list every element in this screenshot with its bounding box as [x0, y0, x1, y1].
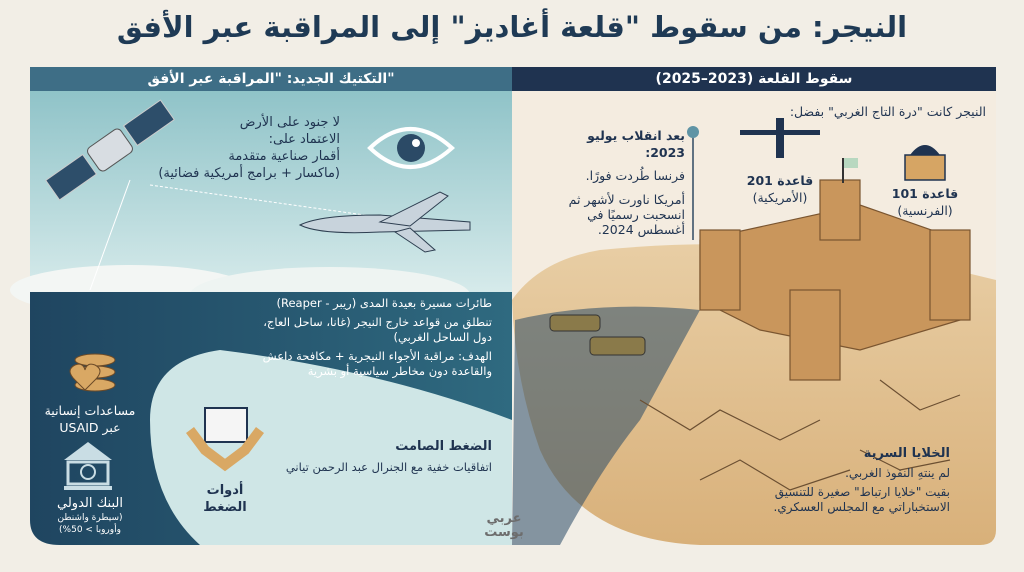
coup-france: فرنسا طُردت فورًا. — [585, 168, 685, 183]
right-intro: النيجر كانت "درة التاج الغربي" بفضل: — [789, 104, 986, 119]
logo-line: عربي — [486, 511, 522, 526]
drones-text: طائرات مسيرة بعيدة المدى (ريبر - Reaper)… — [240, 296, 492, 380]
bank-name: البنك الدولي — [57, 496, 123, 511]
base-101-owner: (الفرنسية) — [897, 203, 953, 218]
base-101-label: قاعدة 101 (الفرنسية) — [880, 185, 970, 219]
drone-201-icon — [740, 118, 820, 158]
drones-line: تنطلق من قواعد خارج النيجر (غانا، ساحل ا… — [263, 314, 492, 329]
base-201-name: قاعدة 201 — [746, 173, 814, 188]
base-201-label: قاعدة 201 (الأمريكية) — [735, 172, 825, 206]
satellites-note: (ماكسار + برامج أمريكية فضائية) — [158, 166, 340, 181]
cells-line: لم ينتهِ النفوذ الغربي. — [845, 466, 950, 480]
bank-icon — [64, 442, 112, 490]
silent-pressure: الضغط الصامت اتفاقيات خفية مع الجنرال عب… — [260, 438, 492, 476]
eye-icon — [367, 127, 455, 169]
coup-title: بعد انقلاب يوليو 2023: — [587, 128, 685, 160]
cells-line: الاستخباراتي مع المجلس العسكري. — [773, 500, 951, 514]
no-troops: لا جنود على الأرض — [239, 115, 340, 130]
cells-line: بقيت "خلايا ارتباط" صغيرة للتنسيق — [774, 485, 950, 499]
cells-title: الخلايا السرية — [863, 446, 950, 461]
drones-line: والقاعدة دون مخاطر سياسية أو بشرية — [307, 364, 492, 378]
bank-label: البنك الدولي (سيطرة واشنطن وأوروبا > 50%… — [40, 495, 140, 536]
coup-usa-line: أمريكا ناورت لأشهر ثم — [568, 192, 685, 207]
handshake-icon — [186, 407, 264, 472]
left-panel-header: التكتيك الجديد: "المراقبة عبر الأفق" — [30, 67, 512, 91]
silent-pressure-title: الضغط الصامت — [395, 439, 492, 454]
pressure-tools-line: الضغط — [203, 500, 247, 515]
drones-line: الهدف: مراقبة الأجواء النيجرية + مكافحة … — [262, 348, 492, 363]
drones-line: طائرات مسيرة بعيدة المدى (ريبر - Reaper) — [276, 296, 493, 310]
secret-cells: الخلايا السرية لم ينتهِ النفوذ الغربي. ب… — [740, 446, 951, 515]
aid-label: مساعدات إنسانية عبر USAID — [40, 402, 140, 436]
satellites: أقمار صناعية متقدمة — [228, 149, 340, 164]
drones-line: دول الساحل الغربي) — [393, 330, 493, 344]
coins-icon — [69, 353, 116, 392]
pressure-tools-line: أدوات — [206, 483, 244, 498]
aid-line: مساعدات إنسانية — [44, 403, 136, 418]
logo: عربي بوست — [478, 512, 530, 540]
aid-line: عبر USAID — [59, 420, 121, 435]
pressure-tools-label: أدوات الضغط — [190, 482, 260, 516]
surveillance-text: لا جنود على الأرض الاعتماد على: أقمار صن… — [140, 114, 340, 182]
bank-note: (سيطرة واشنطن — [57, 513, 123, 523]
coup-usa-line: أغسطس 2024. — [597, 222, 685, 237]
base-101-icon — [904, 145, 946, 181]
base-201-owner: (الأمريكية) — [752, 190, 808, 205]
coup-usa-line: انسحبت رسميًا في — [587, 207, 685, 222]
coup-usa: أمريكا ناورت لأشهر ثم انسحبت رسميًا في أ… — [545, 192, 685, 237]
reliance: الاعتماد على: — [268, 132, 340, 147]
right-panel-header: سقوط القلعة (2023–2025) — [512, 67, 996, 91]
silent-pressure-text: اتفاقيات خفية مع الجنرال عبد الرحمن تيان… — [285, 460, 492, 474]
base-101-name: قاعدة 101 — [891, 186, 959, 201]
coup-block: بعد انقلاب يوليو 2023: فرنسا طُردت فورًا… — [545, 127, 685, 237]
bank-note: وأوروبا > 50%) — [59, 525, 121, 535]
page-title: النيجر: من سقوط "قلعة أغاديز" إلى المراق… — [116, 10, 908, 44]
logo-line: بوست — [484, 525, 524, 540]
